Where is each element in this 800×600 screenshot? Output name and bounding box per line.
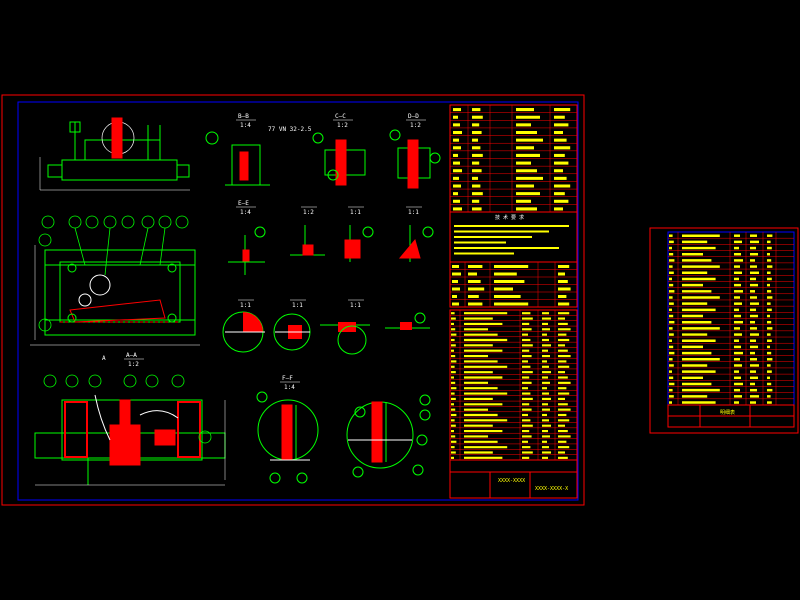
notes-title: 技 术 要 求 [495,214,524,221]
title-block: XXXX-XXXX XXXX-XXXX-X [449,459,578,499]
section-f-f-view [256,391,319,484]
detail-8-view [346,394,431,478]
detail-scale-4: 1:1 [240,302,251,309]
plan-view-balloons [38,215,189,332]
section-scale-ee: 1:4 [240,209,251,216]
section-label-ff: F—F [282,375,293,382]
section-b-b-view [205,131,270,186]
section-c-c-view [312,132,366,186]
section-scale-dd: 1:2 [410,122,421,129]
section-label-dd: D—D [408,113,419,120]
notes-block: 技 术 要 求 [449,211,578,263]
section-label-aa: A—A [126,352,137,359]
detail-scale-1: 1:2 [303,209,314,216]
parts-list-title: 明细表 [720,409,735,416]
detail-scale-5: 1:1 [292,302,303,309]
detail-scale-3: 1:1 [408,209,419,216]
detail-5-view [273,313,311,351]
inner-border [17,101,579,501]
drawing-number: XXXX-XXXX-X [535,486,568,492]
section-scale-cc: 1:2 [337,122,348,129]
section-label-cc: C—C [335,113,346,120]
weld-note: 77 VN 32-2.5 [268,126,312,133]
section-label-bb: B—B [238,113,249,120]
section-a-a-view [34,394,226,486]
middle-table [449,261,578,308]
parts-list-sheet: 明细表 [649,227,799,434]
section-d-d-view [389,129,441,189]
detail-4-view [222,311,265,353]
outer-frame [1,94,585,506]
section-scale-aa: 1:2 [128,361,139,368]
detail-scale-2: 1:1 [350,209,361,216]
section-scale-ff: 1:4 [284,384,295,391]
detail-1-view [290,225,325,256]
view-a-label: A [102,355,106,362]
title-block-label: XXXX-XXXX [498,478,525,484]
plan-view [30,245,200,346]
bom-table [449,309,578,461]
detail-7-view [385,312,430,330]
detail-2-view [344,225,374,262]
front-view [39,117,190,191]
detail-scale-6: 1:1 [350,302,361,309]
section-e-e-view [228,226,266,275]
section-scale-bb: 1:4 [240,122,251,129]
detail-3-view [398,225,434,262]
section-label-ee: E—E [238,200,249,207]
detail-6-view [320,322,370,355]
section-a-a-balloons [43,374,212,444]
